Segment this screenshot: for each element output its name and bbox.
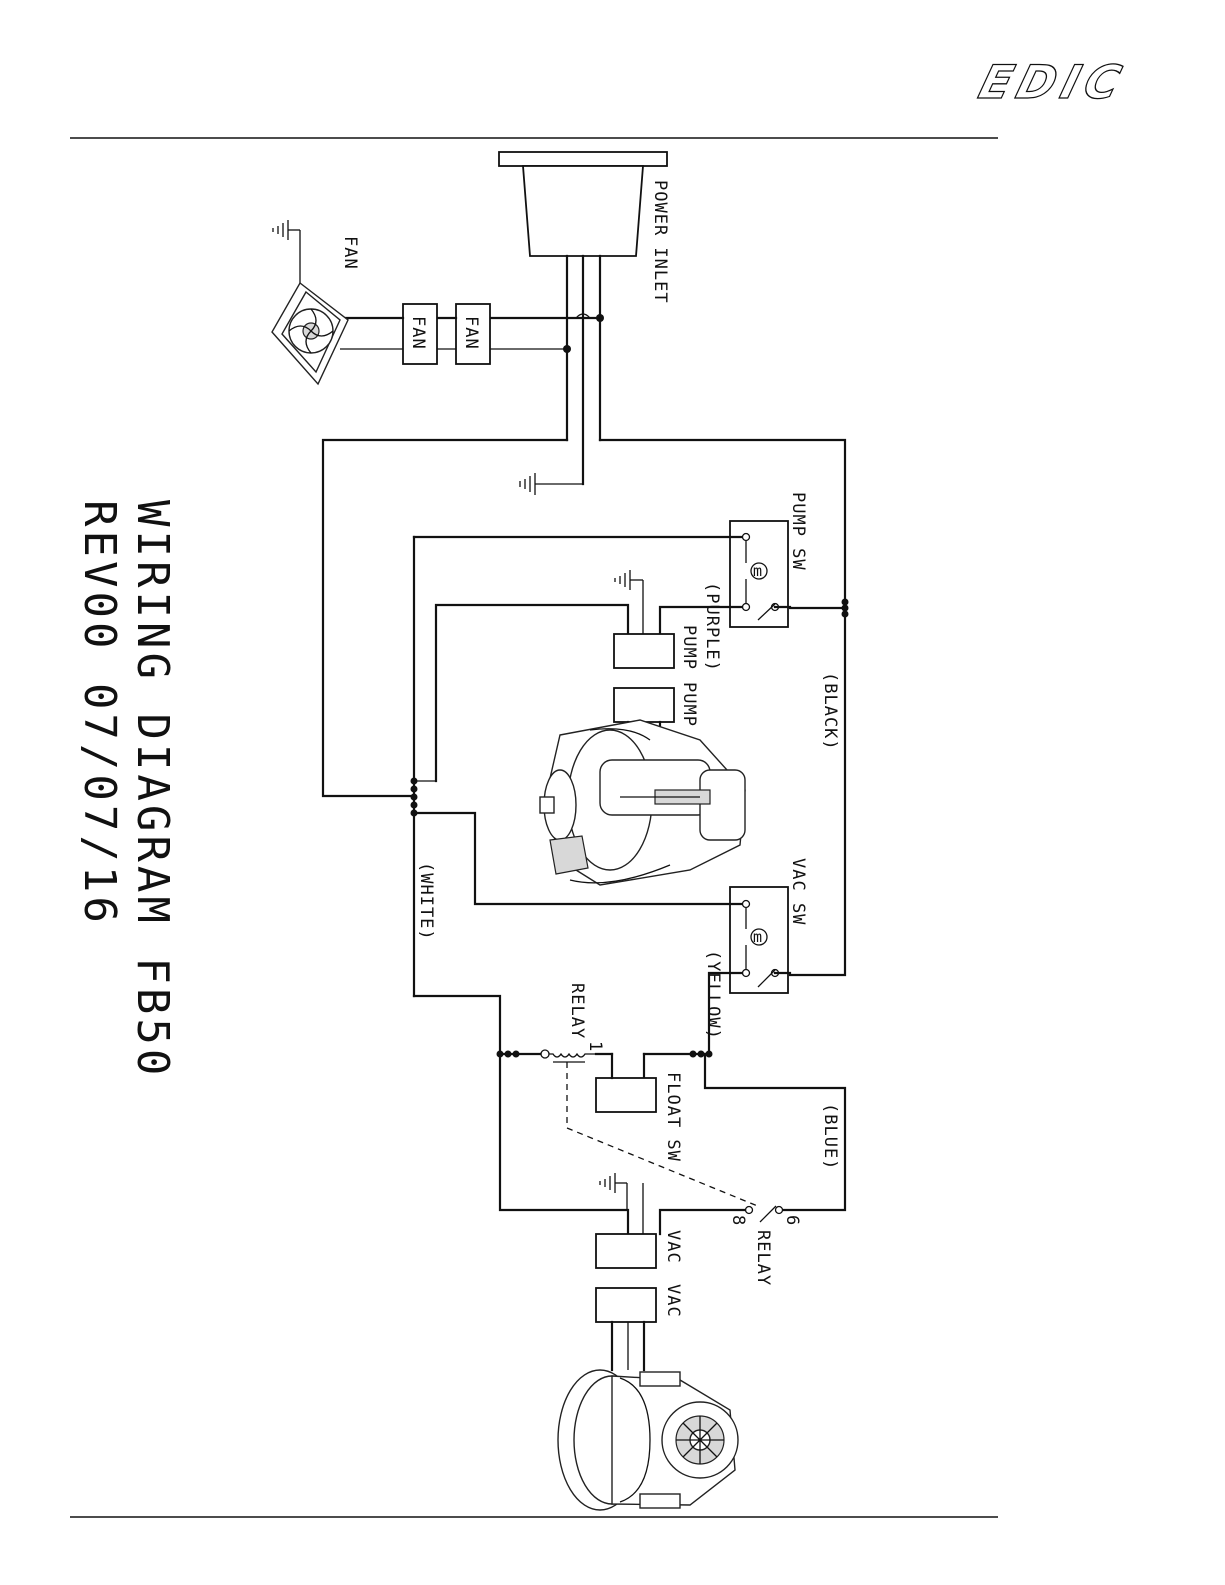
- relay-pin-1-label: 1: [585, 1041, 605, 1052]
- pump-motor-icon: [540, 720, 745, 885]
- relay-pin-8-label: 8: [728, 1215, 748, 1226]
- power-inlet-label: POWER INLET: [650, 180, 670, 304]
- vac-motor-icon: [558, 1370, 738, 1510]
- relay-contact-label: RELAY: [753, 1230, 773, 1286]
- purple-label: (PURPLE): [702, 582, 722, 672]
- vac-sw-label: VAC SW: [788, 858, 808, 925]
- title-line-1: WIRING DIAGRAM FB50: [127, 500, 178, 1079]
- pump-label-2: PUMP: [679, 682, 699, 727]
- blue-label: (BLUE): [820, 1103, 840, 1170]
- float-sw-label: FLOAT SW: [663, 1072, 683, 1162]
- relay-coil-label: RELAY: [567, 983, 587, 1039]
- vac-label-2: VAC: [663, 1284, 683, 1318]
- pump-switch: m PUMP SW (PURPLE): [414, 492, 808, 672]
- pump-connector-2: [614, 688, 674, 722]
- svg-text:m: m: [753, 562, 762, 580]
- svg-text:FAN: FAN: [461, 316, 481, 350]
- vac-connector-2: [596, 1288, 656, 1322]
- pump-connector-1: [614, 634, 674, 668]
- ground-icon-pump: [615, 570, 643, 590]
- title-line-2: REV00 07/07/16: [74, 500, 125, 927]
- svg-text:m: m: [753, 928, 762, 946]
- svg-text:EDIC: EDIC: [973, 57, 1132, 110]
- vac-connector-1: [596, 1234, 656, 1268]
- black-label: (BLACK): [820, 672, 840, 751]
- vac-label-1: VAC: [663, 1230, 683, 1264]
- float-switch-box: [596, 1078, 656, 1112]
- pump-sw-label: PUMP SW: [788, 492, 808, 571]
- ground-icon-vac: [600, 1173, 627, 1210]
- fan-icon: FAN: [272, 230, 360, 384]
- diagram-title: WIRING DIAGRAM FB50 REV00 07/07/16: [74, 500, 178, 1079]
- yellow-label: (YELLOW): [703, 950, 723, 1040]
- svg-text:FAN: FAN: [408, 316, 428, 350]
- pump-label-1: PUMP: [679, 625, 699, 670]
- fan-label: FAN: [340, 236, 360, 270]
- relay-pin-6-label: 6: [782, 1215, 802, 1226]
- white-label: (WHITE): [416, 862, 436, 941]
- ground-icon-fan: [273, 220, 300, 240]
- edic-logo: EDIC: [973, 57, 1132, 110]
- fan-circuit: FAN FAN: [340, 304, 604, 364]
- ground-icon-inlet: [520, 473, 583, 495]
